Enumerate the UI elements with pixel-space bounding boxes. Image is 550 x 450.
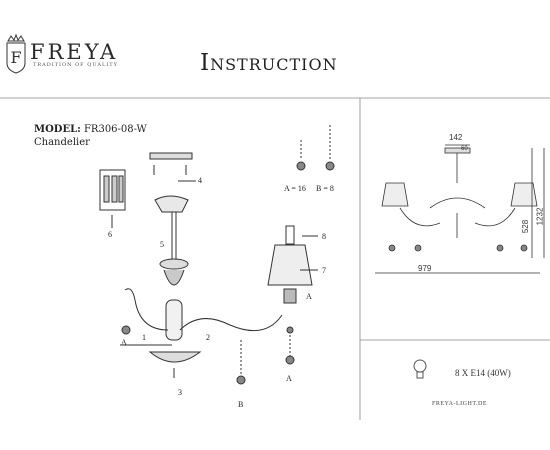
callout-a-left: A: [121, 338, 127, 347]
brand-tagline: TRADITION OF QUALITY: [33, 62, 118, 68]
callout-a-shade: A: [306, 292, 312, 301]
dim-body-height: 528: [521, 219, 531, 234]
website-link: FREYA-LIGHT.DE: [432, 401, 488, 407]
dim-rod: 60: [461, 146, 468, 152]
assembly-diagram: [99, 125, 335, 385]
callout-a-right: A: [286, 374, 292, 383]
model-label: MODEL:: [34, 124, 81, 135]
svg-text:F: F: [10, 48, 21, 67]
freya-logo-crest-icon: F: [6, 33, 26, 74]
callout-2: 2: [206, 333, 210, 342]
dim-total-width: 979: [418, 264, 432, 273]
brand-name: FREYA: [30, 40, 119, 64]
callout-4: 4: [198, 176, 202, 185]
lightbulb-icon: [413, 359, 427, 379]
model-line: MODEL: FR306-08-W: [34, 124, 147, 135]
product-type: Chandelier: [34, 137, 90, 148]
callout-b-bottom: B: [238, 400, 244, 409]
callout-8: 8: [322, 232, 326, 241]
page-title: Instruction: [200, 50, 338, 76]
callout-3: 3: [178, 388, 182, 397]
dim-total-height: 1232: [535, 207, 545, 226]
model-code: FR306-08-W: [83, 124, 147, 135]
lamp-spec: 8 X E14 (40W): [455, 368, 511, 378]
part-a-count: A = 16: [284, 184, 306, 193]
callout-5: 5: [160, 240, 164, 249]
dim-top-width: 142: [449, 133, 463, 142]
callout-6: 6: [108, 230, 112, 239]
part-b-count: B = 8: [316, 184, 334, 193]
dimension-drawing: [375, 144, 545, 274]
callout-1: 1: [142, 333, 146, 342]
callout-7: 7: [322, 266, 326, 275]
